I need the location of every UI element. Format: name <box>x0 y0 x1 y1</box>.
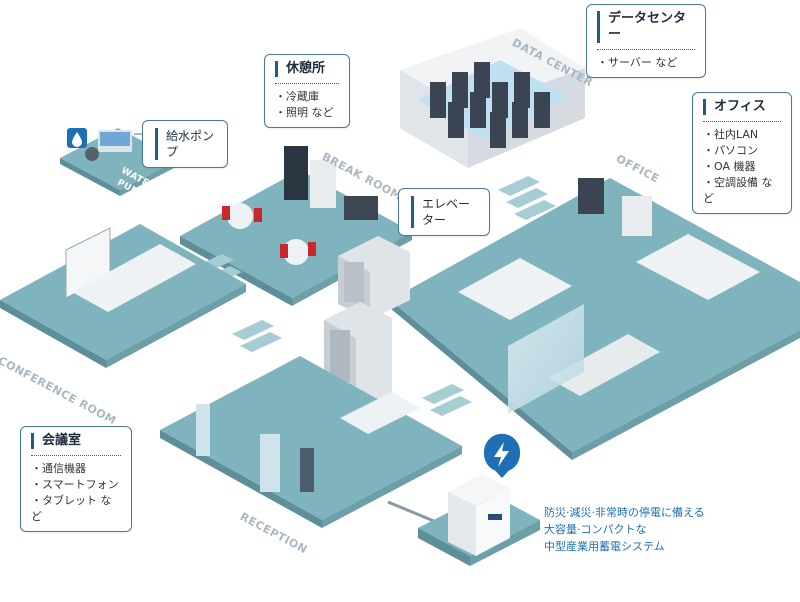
battery-line: 大容量·コンパクトな <box>544 523 647 536</box>
callout-item: ・空調設備 など <box>703 176 773 205</box>
callout-item: ・サーバー など <box>597 56 678 69</box>
callout-item: ・照明 など <box>275 106 334 119</box>
callout-title: オフィス <box>703 99 781 115</box>
callout-office: オフィス ・社内LAN ・パソコン ・OA 機器 ・空調設備 など <box>692 92 792 214</box>
callout-title: データセンター <box>597 11 695 43</box>
office-platform <box>390 178 800 460</box>
callout-item: ・スマートフォン <box>31 478 119 491</box>
battery-line: 防災·減災·非常時の停電に備える <box>544 506 705 519</box>
callout-item: ・OA 機器 <box>703 160 756 173</box>
callout-item: ・通信機器 <box>31 462 86 475</box>
battery-line: 中型産業用蓄電システム <box>544 540 665 553</box>
callout-item: ・パソコン <box>703 144 758 157</box>
callout-item: ・冷蔵庫 <box>275 90 319 103</box>
callout-data-center: データセンター ・サーバー など <box>586 4 706 78</box>
data-center-room <box>400 28 585 168</box>
callout-title: 休憩所 <box>275 61 339 77</box>
callout-title: 給水ポンプ <box>155 128 215 160</box>
water-drop-icon <box>67 128 87 148</box>
callout-elevator: エレベーター <box>398 188 490 236</box>
callout-break-room: 休憩所 ・冷蔵庫 ・照明 など <box>264 54 350 128</box>
callout-title: エレベーター <box>411 196 477 228</box>
reception-platform <box>160 356 462 528</box>
battery-description: 防災·減災·非常時の停電に備える 大容量·コンパクトな 中型産業用蓄電システム <box>544 504 705 555</box>
callout-item: ・タブレット など <box>31 494 112 523</box>
callout-conference: 会議室 ・通信機器 ・スマートフォン ・タブレット など <box>20 426 132 532</box>
battery-storage-unit <box>418 474 540 566</box>
callout-title: 会議室 <box>31 433 121 449</box>
conference-platform <box>0 224 246 368</box>
callout-item: ・社内LAN <box>703 128 759 141</box>
lightning-icon <box>484 433 520 478</box>
callout-water-pump: 給水ポンプ <box>142 120 228 168</box>
water-pump-platform <box>60 128 178 196</box>
